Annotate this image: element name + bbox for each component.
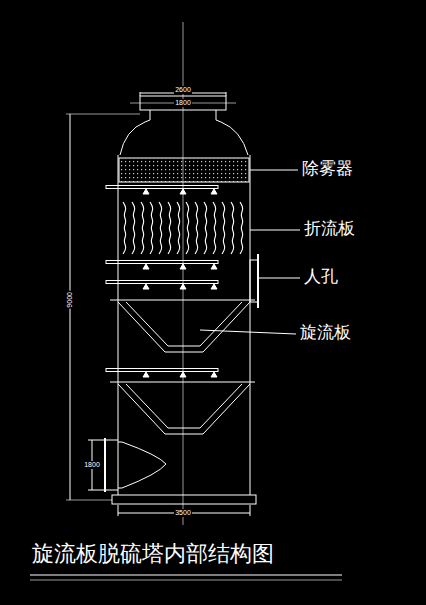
dim-ext (250, 505, 251, 516)
spray-nozzle (143, 284, 149, 289)
center-line (183, 22, 184, 525)
baffle-plate (222, 202, 225, 254)
spray-pipe (106, 369, 218, 372)
drawing-title: 旋流板脱硫塔内部结构图 (32, 542, 274, 566)
spray-nozzle (143, 264, 149, 269)
leader-line (250, 230, 300, 231)
dimension-text: 1800 (174, 99, 192, 107)
spray-nozzle (211, 189, 217, 194)
baffle-plate (240, 202, 243, 254)
inlet-flange (105, 440, 118, 441)
baffle-plate (177, 202, 180, 254)
dim-ext (66, 500, 112, 501)
spray-nozzle (143, 372, 149, 377)
leader-line (200, 330, 296, 334)
dimension-text: 1800 (83, 461, 101, 469)
shell-wall (250, 155, 251, 495)
baffle-plate (204, 202, 207, 254)
baffle-plate (150, 202, 153, 254)
dimension-text: 3500 (174, 509, 192, 517)
demister (119, 158, 249, 182)
dim-ext (88, 490, 104, 491)
baffle-plate (141, 202, 144, 254)
gas-inlet (118, 442, 166, 488)
spray-nozzle (180, 264, 186, 269)
part-name: 折流板 (304, 220, 355, 239)
baffle-plate (168, 202, 171, 254)
baffle-plate (195, 202, 198, 254)
manway-flange (257, 254, 259, 308)
manway (250, 260, 258, 302)
spray-nozzle (211, 264, 217, 269)
inlet-flange (105, 490, 118, 491)
leader-line (250, 170, 298, 171)
spray-nozzle (211, 284, 217, 289)
spray-nozzle (211, 372, 217, 377)
title-underline (30, 580, 342, 581)
shell-wall (118, 155, 119, 495)
spray-pipe (106, 281, 218, 284)
dim-ext (66, 114, 140, 115)
spray-pipe (106, 261, 218, 264)
leader-line (259, 278, 300, 279)
outlet-neck (216, 110, 217, 120)
swirl-plate (110, 382, 255, 434)
spray-nozzle (180, 372, 186, 377)
spray-nozzle (180, 189, 186, 194)
inlet-flange (104, 438, 106, 492)
spray-nozzle (143, 189, 149, 194)
dimension-text: 9000 (66, 291, 74, 309)
spray-pipe (106, 186, 218, 189)
swirl-plate (110, 300, 255, 352)
outlet-neck (150, 110, 151, 120)
baffle-plate (231, 202, 234, 254)
baffle-plate (132, 202, 135, 254)
baffle-plate (213, 202, 216, 254)
baffle-plate (123, 202, 126, 254)
dim-ext (118, 505, 119, 516)
baffle-plate (159, 202, 162, 254)
part-name: 除雾器 (302, 160, 353, 179)
base (112, 495, 256, 504)
dim-ext (88, 440, 104, 441)
dome (120, 120, 248, 155)
dimension-text: 2600 (174, 86, 192, 94)
baffle-plate (186, 202, 189, 254)
part-name: 旋流板 (300, 324, 351, 343)
part-name: 人孔 (304, 268, 338, 287)
title-underline (30, 575, 342, 576)
spray-nozzle (180, 284, 186, 289)
